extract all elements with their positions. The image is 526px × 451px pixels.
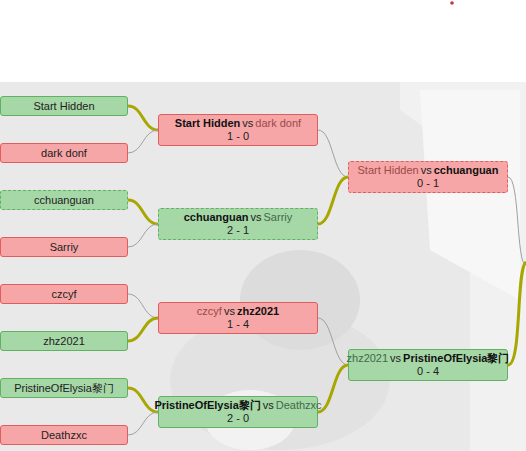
match-score: 1 - 4 <box>227 318 249 331</box>
bracket-connector <box>128 200 158 224</box>
bracket-connector <box>128 130 158 153</box>
match-box: Start Hiddenvsdark donf1 - 0 <box>158 114 318 146</box>
bracket-connector-offscreen <box>508 262 526 365</box>
match-box: czcyfvszhz20211 - 4 <box>158 302 318 334</box>
bracket-connector <box>128 106 158 130</box>
match-players: Start Hiddenvscchuanguan <box>357 164 500 177</box>
versus-label: vs <box>242 117 253 129</box>
player-name: czcyf <box>197 305 222 317</box>
player-name: Deathzxc <box>41 429 87 442</box>
player-name: zhz2021 <box>237 305 279 317</box>
player-name: PristineOfElysia黎门 <box>403 352 509 364</box>
player-name: PristineOfElysia黎门 <box>154 399 260 411</box>
entry-box: zhz2021 <box>0 331 128 351</box>
versus-label: vs <box>224 305 235 317</box>
versus-label: vs <box>421 164 432 176</box>
background-illustration <box>0 82 526 451</box>
bracket-connector <box>318 130 348 177</box>
player-name: czcyf <box>51 288 76 301</box>
entry-box: Start Hidden <box>0 96 128 116</box>
match-box: Start Hiddenvscchuanguan0 - 1 <box>348 161 508 193</box>
entry-box: Deathzxc <box>0 425 128 445</box>
bracket-connector <box>128 412 158 435</box>
player-name: cchuanguan <box>184 211 249 223</box>
bracket-connector <box>318 177 348 224</box>
match-players: PristineOfElysia黎门vsDeathzxc <box>153 399 322 412</box>
versus-label: vs <box>390 352 401 364</box>
match-players: czcyfvszhz2021 <box>196 305 280 318</box>
player-name: cchuanguan <box>34 194 94 207</box>
versus-label: vs <box>263 399 274 411</box>
player-name: Start Hidden <box>358 164 419 176</box>
background-window-pane <box>420 90 520 300</box>
player-name: PristineOfElysia黎门 <box>14 382 114 395</box>
bracket-connector <box>128 294 158 318</box>
bracket-connector <box>128 388 158 412</box>
player-name: Start Hidden <box>175 117 240 129</box>
match-box: cchuanguanvsSarriy2 - 1 <box>158 208 318 240</box>
bracket-connector <box>318 365 348 412</box>
player-name: Deathzxc <box>276 399 322 411</box>
match-score: 0 - 1 <box>417 177 439 190</box>
match-score: 0 - 4 <box>417 365 439 378</box>
player-name: zhz2021 <box>43 335 85 348</box>
match-score: 1 - 0 <box>227 130 249 143</box>
bracket-connector-offscreen <box>508 177 526 265</box>
match-box: zhz2021vsPristineOfElysia黎门0 - 4 <box>348 349 508 381</box>
player-name: zhz2021 <box>347 352 389 364</box>
match-box: PristineOfElysia黎门vsDeathzxc2 - 0 <box>158 396 318 428</box>
background-window <box>400 82 526 451</box>
player-name: Sarriy <box>264 211 293 223</box>
match-players: cchuanguanvsSarriy <box>183 211 294 224</box>
entry-box: cchuanguan <box>0 190 128 210</box>
player-name: dark donf <box>41 147 87 160</box>
match-score: 2 - 1 <box>227 224 249 237</box>
entry-box: Sarriy <box>0 237 128 257</box>
entry-box: PristineOfElysia黎门 <box>0 378 128 398</box>
match-score: 2 - 0 <box>227 412 249 425</box>
bracket-connector <box>128 318 158 341</box>
match-players: Start Hiddenvsdark donf <box>174 117 302 130</box>
top-margin <box>0 0 526 82</box>
background-figure-head <box>240 250 360 350</box>
red-dot <box>450 1 454 5</box>
player-name: Sarriy <box>50 241 79 254</box>
player-name: Start Hidden <box>33 100 94 113</box>
bracket-connector <box>318 318 348 365</box>
player-name: dark donf <box>255 117 301 129</box>
versus-label: vs <box>251 211 262 223</box>
match-players: zhz2021vsPristineOfElysia黎门 <box>346 352 511 365</box>
entry-box: czcyf <box>0 284 128 304</box>
player-name: cchuanguan <box>434 164 499 176</box>
bracket-connector <box>128 224 158 247</box>
entry-box: dark donf <box>0 143 128 163</box>
